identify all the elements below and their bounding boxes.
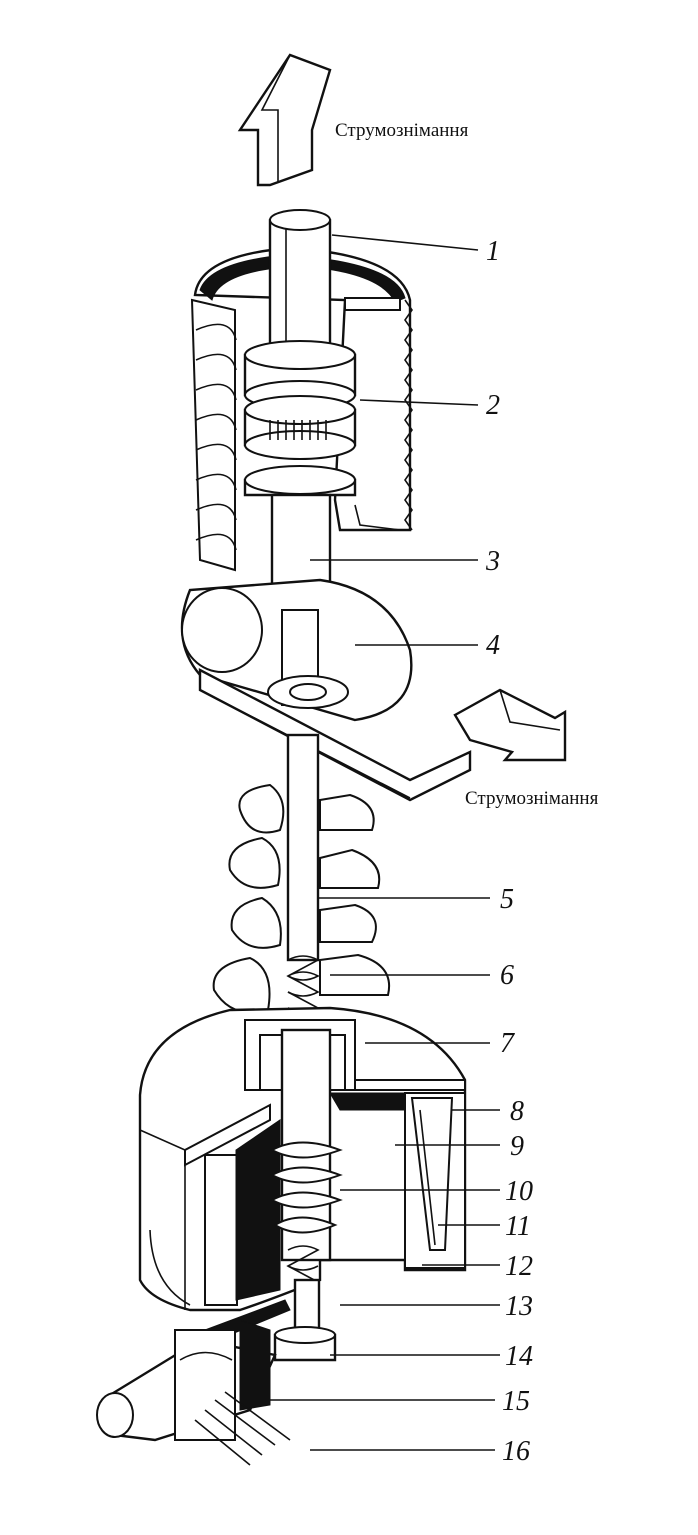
coil-ribs [190,298,237,572]
screw-shaft [269,1028,343,1283]
label-14: 14 [505,1341,533,1372]
label-11: 11 [505,1211,531,1242]
leader-lines [270,234,500,1451]
bottom-nut [273,1278,337,1362]
arrow-right-icon [453,688,567,762]
label-12: 12 [505,1251,533,1282]
label-2: 2 [486,390,500,421]
caption-top: Струмознімання [335,120,469,141]
label-1: 1 [486,236,500,267]
label-13: 13 [505,1291,533,1322]
clamp-body [180,578,413,722]
label-15: 15 [502,1386,530,1417]
label-3: 3 [485,546,500,577]
label-5: 5 [500,884,514,915]
part-labels: 1 2 3 4 5 6 7 8 9 10 11 12 13 14 15 16 [485,236,533,1467]
upper-housing [190,246,413,572]
label-6: 6 [500,960,514,991]
shaft-top [268,209,332,372]
contact-rings [243,340,357,497]
label-9: 9 [510,1131,524,1162]
label-8: 8 [510,1096,524,1127]
insulator-stem [286,733,320,962]
cable-assembly [96,1299,291,1466]
caption-side: Струмознімання [465,788,599,809]
label-7: 7 [500,1028,515,1059]
label-16: 16 [502,1436,530,1467]
label-4: 4 [486,630,500,661]
arrow-up-icon [237,53,332,187]
insulator-sheds [212,783,391,1014]
label-10: 10 [505,1176,533,1207]
